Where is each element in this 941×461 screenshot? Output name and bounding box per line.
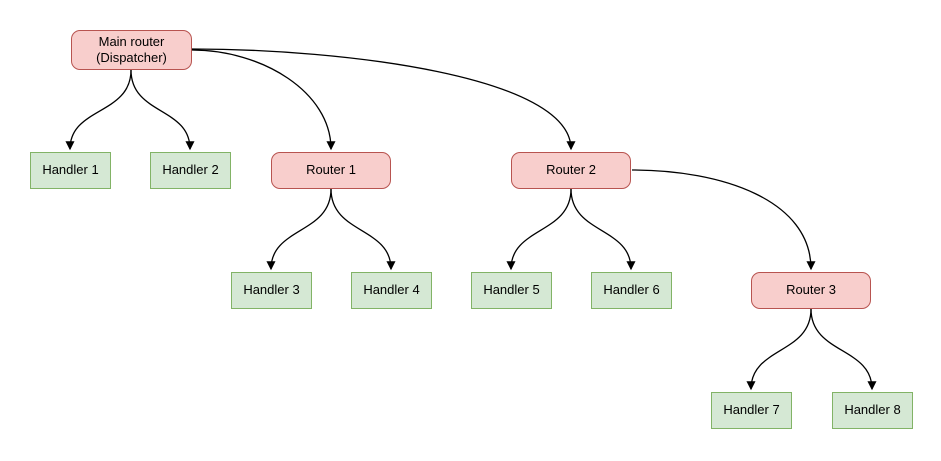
node-handler-2: Handler 2	[150, 152, 231, 189]
node-router-2: Router 2	[511, 152, 631, 189]
node-handler-5: Handler 5	[471, 272, 552, 309]
edge-router-2-to-router-3	[631, 169, 816, 271]
node-handler-3: Handler 3	[231, 272, 312, 309]
edge-main-router-to-router-2	[191, 48, 576, 151]
node-router-1: Router 1	[271, 152, 391, 189]
edge-router-3-to-handler-8	[810, 308, 877, 391]
edge-main-router-to-router-1	[191, 49, 336, 151]
node-main-router: Main router (Dispatcher)	[71, 30, 192, 70]
edge-main-router-to-handler-2	[130, 69, 195, 151]
edge-router-2-to-handler-6	[570, 188, 636, 271]
edge-router-3-to-handler-7	[746, 308, 812, 391]
node-handler-4: Handler 4	[351, 272, 432, 309]
edge-router-1-to-handler-3	[266, 188, 332, 271]
edge-router-2-to-handler-5	[506, 188, 572, 271]
node-handler-8: Handler 8	[832, 392, 913, 429]
edge-main-router-to-handler-1	[65, 69, 132, 151]
edge-router-1-to-handler-4	[330, 188, 396, 271]
node-handler-1: Handler 1	[30, 152, 111, 189]
node-router-3: Router 3	[751, 272, 871, 309]
node-handler-6: Handler 6	[591, 272, 672, 309]
node-handler-7: Handler 7	[711, 392, 792, 429]
